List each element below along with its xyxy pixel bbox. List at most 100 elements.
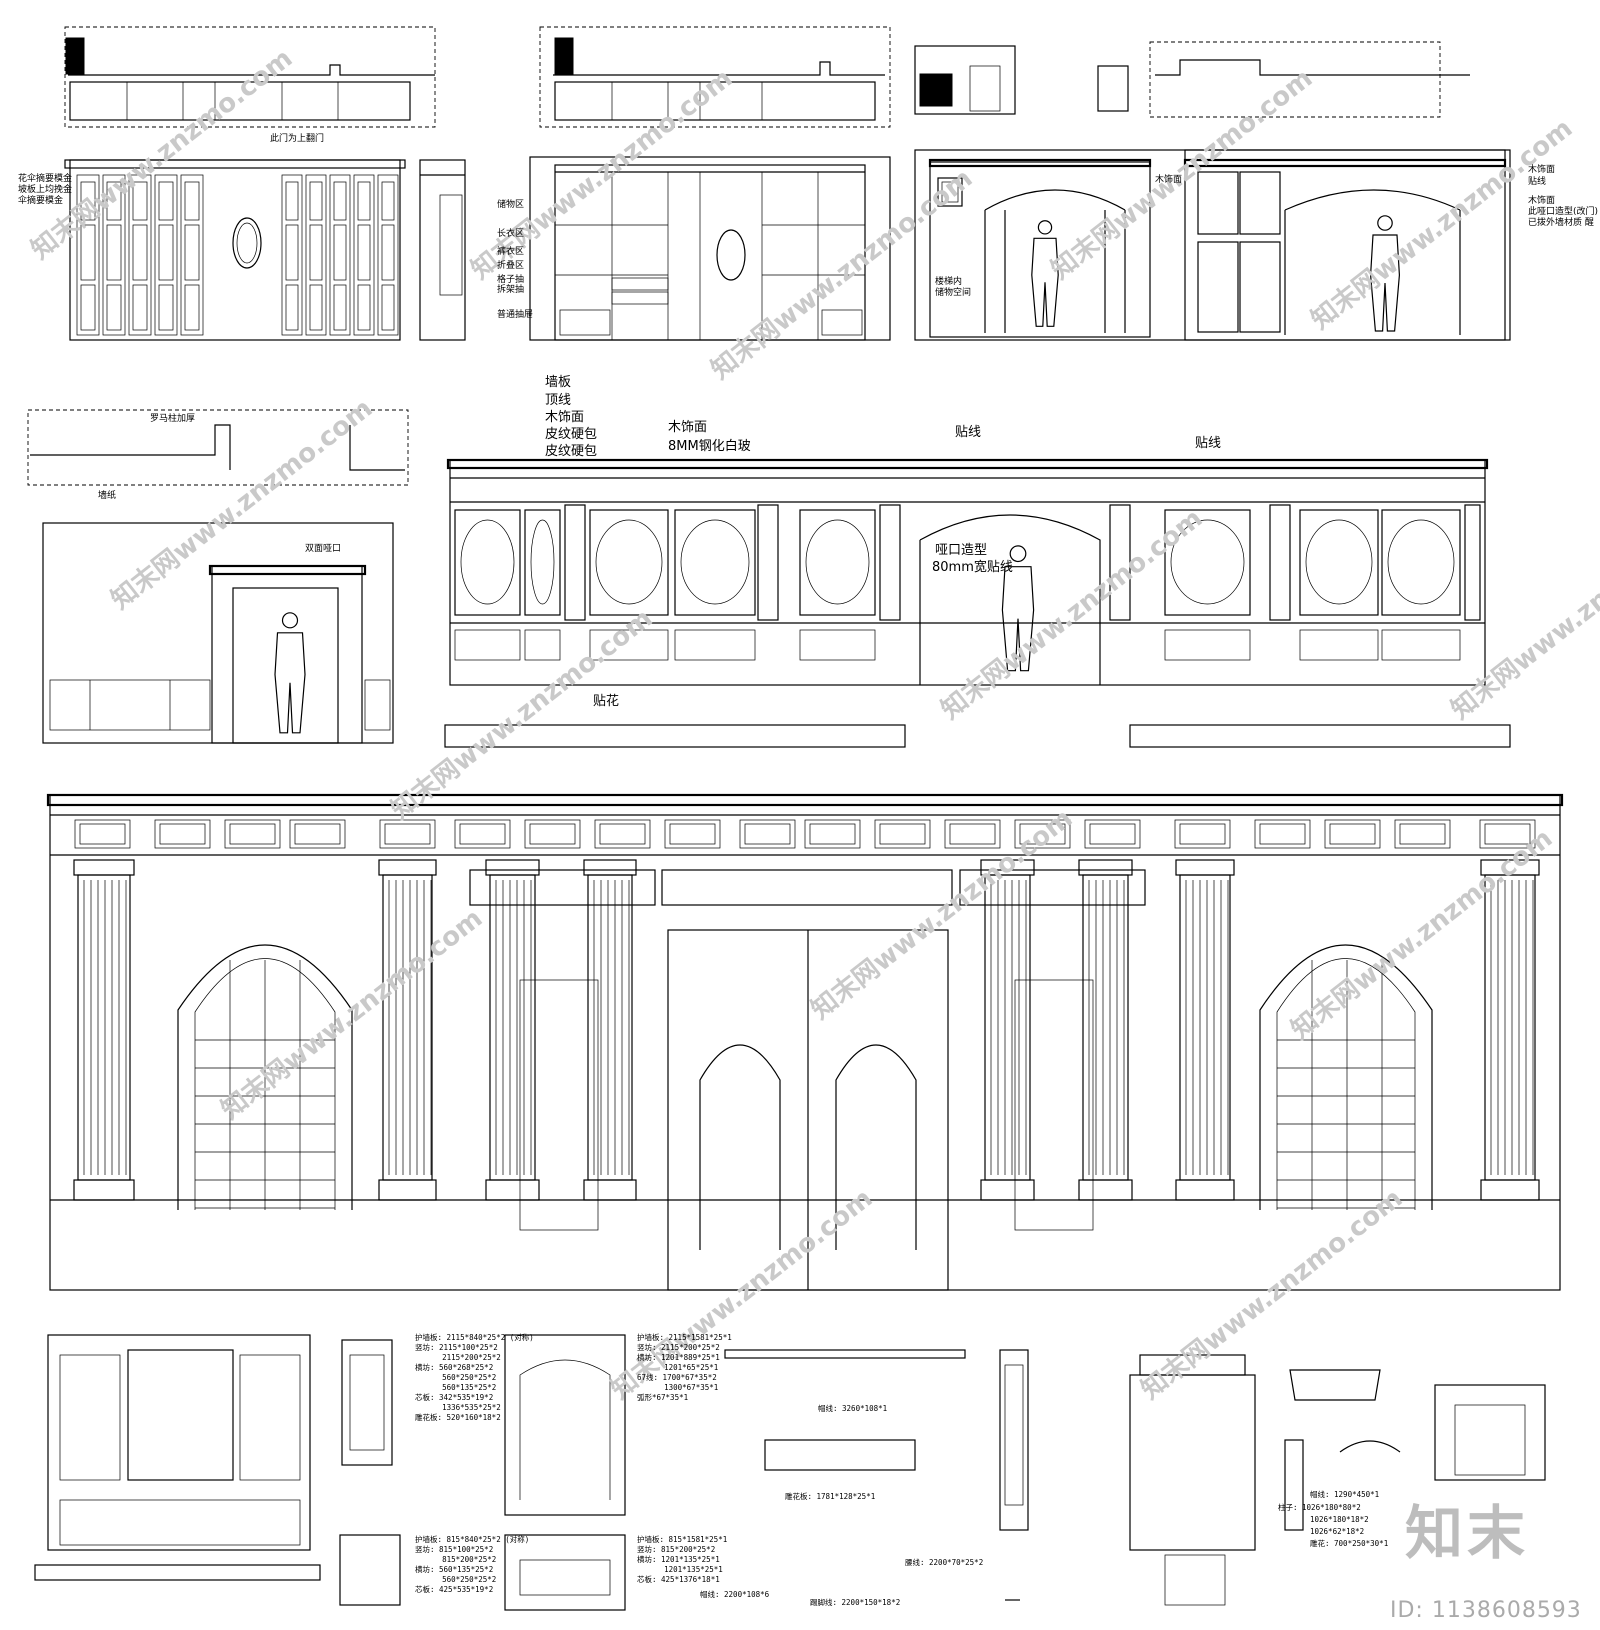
column-base [73, 1179, 135, 1201]
door-panel [285, 284, 299, 331]
frieze-panel [1174, 819, 1231, 849]
door-panel [158, 181, 174, 221]
door-panel [1239, 241, 1281, 333]
oval-panel [530, 519, 555, 605]
frieze-panel [224, 819, 281, 849]
spec-block-13: 1026*62*18*2 [1310, 1527, 1365, 1536]
frieze-panel [944, 819, 1001, 849]
door-panel [357, 284, 371, 331]
lower-panel [524, 629, 561, 661]
pilaster [1464, 504, 1481, 621]
oval-panel [1387, 519, 1455, 605]
label-main-7: 8MM钢化白玻 [668, 439, 751, 454]
wall-bay [674, 509, 756, 616]
panel-main-elevation [444, 458, 1511, 748]
door-panel [80, 224, 96, 281]
label-main-10: 哑口造型 [935, 543, 988, 558]
wall-bay [524, 509, 561, 616]
lower-panel [674, 629, 756, 661]
scale-figures [274, 215, 1401, 734]
oval-panel [1305, 519, 1373, 605]
column-base [1480, 1179, 1540, 1201]
panel-bottom-details [34, 1334, 1546, 1611]
frieze-inner [599, 823, 646, 845]
frieze-inner [1019, 823, 1066, 845]
column-shaft [382, 874, 433, 1181]
label-main-8: 贴线 [955, 425, 982, 440]
wardrobe-door [154, 174, 178, 336]
wardrobe-door [377, 174, 399, 336]
label-left-plan: 罗马柱加厚 [150, 414, 196, 424]
door-panel [106, 181, 122, 221]
frieze-inner [669, 823, 716, 845]
frieze-panel [874, 819, 931, 849]
figure-body [1031, 237, 1059, 327]
watermark-text: 知末网www.znzmo.com [806, 803, 1078, 1025]
wall-bay [1299, 509, 1379, 616]
frieze-inner [384, 823, 431, 845]
figure-head [281, 612, 299, 629]
wardrobe-door [281, 174, 303, 336]
wall-bay [454, 509, 521, 616]
frieze-inner [1484, 823, 1531, 845]
oval-panel [680, 519, 750, 605]
wardrobe-door [128, 174, 152, 336]
wall-bay [589, 509, 669, 616]
label-p4-5: 已拨外墙材质 醒 [1528, 218, 1594, 228]
frieze-inner [459, 823, 506, 845]
frieze-panel [454, 819, 511, 849]
oval-panel [805, 519, 870, 605]
column-shaft [77, 874, 131, 1181]
frieze-panel [1394, 819, 1451, 849]
figure-head [1037, 220, 1053, 235]
spec-block-11: 柱子: 1026*180*80*2 [1278, 1503, 1361, 1512]
frieze-inner [294, 823, 341, 845]
door-panel [309, 284, 323, 331]
frieze-inner [229, 823, 276, 845]
frieze-inner [1399, 823, 1446, 845]
label-p1-left-3: 伞摘要模金 [18, 196, 64, 206]
frieze-inner [1089, 823, 1136, 845]
spec-block-1: 护墙板: 2115*840*25*2 (对称) 竖坊: 2115*100*25*… [415, 1333, 534, 1422]
label-p3-3: 储物空间 [935, 288, 972, 298]
panel-big-elevation [46, 793, 1564, 1291]
frieze-panel [804, 819, 861, 849]
frieze-panel [1479, 819, 1536, 849]
door-panel [381, 181, 395, 221]
door-panel [80, 284, 96, 331]
door-panel [158, 284, 174, 331]
human-figure [1369, 215, 1401, 332]
label-p2-7: 普通抽屉 [497, 310, 534, 320]
wardrobe-door [305, 174, 327, 336]
label-p3-1: 木饰面 [1155, 175, 1183, 185]
column-base [485, 1179, 540, 1201]
human-figure [274, 612, 306, 734]
frieze-panel [289, 819, 346, 849]
door-panel [285, 181, 299, 221]
label-p3-2: 楼梯内 [935, 277, 963, 287]
label-p4-1: 木饰面 [1528, 165, 1556, 175]
door-panel [1197, 241, 1239, 333]
frieze-panel [664, 819, 721, 849]
column-capital [485, 859, 540, 876]
watermark-text: 知末网www.znzmo.com [706, 163, 978, 385]
label-left-arch: 双面哑口 [305, 544, 342, 554]
spec-block-14: 雕花: 700*250*30*1 [1310, 1539, 1389, 1548]
frieze-inner [1179, 823, 1226, 845]
door-panel [132, 181, 148, 221]
spec-block-3: 护墙板: 815*840*25*2 (对称) 竖坊: 815*100*25*2 … [415, 1535, 530, 1594]
spec-block-4: 护墙板: 815*1581*25*1 竖坊: 815*200*25*2 横坊: … [637, 1535, 728, 1584]
door-panel [285, 224, 299, 281]
label-p1-left-2: 坡板上均挽金 [18, 185, 73, 195]
column-shaft [984, 874, 1031, 1181]
label-main-6: 木饰面 [668, 420, 708, 435]
column-shaft [587, 874, 633, 1181]
frieze-inner [744, 823, 791, 845]
label-main-2: 顶线 [545, 393, 572, 408]
label-main-5: 皮纹硬包 [545, 444, 598, 459]
brand-logo: 知末 [1405, 1499, 1530, 1567]
watermark-text: 知末网www.znzmo.com [1136, 1183, 1408, 1405]
label-p2-4: 折叠区 [497, 261, 525, 271]
label-p4-4: 此哑口造型(改门) [1528, 207, 1599, 217]
label-main-12: 贴花 [593, 694, 620, 709]
